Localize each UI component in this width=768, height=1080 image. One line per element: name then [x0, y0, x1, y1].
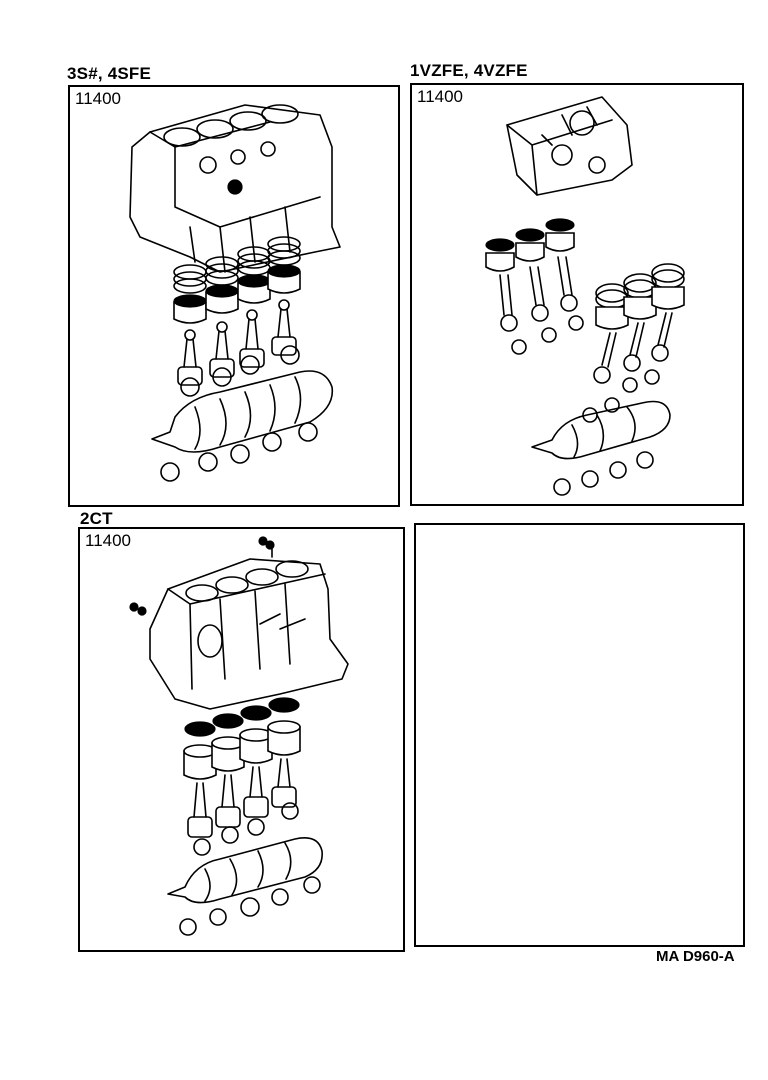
engine-label-3s-4sfe: 3S#, 4SFE [67, 64, 152, 83]
figure-code: MA D960-A [656, 948, 735, 965]
engine-label-2ct: 2CT [80, 509, 113, 528]
short-block-4cyl-illustration [129, 104, 341, 482]
short-block-2ct-illustration [129, 536, 349, 936]
short-block-v6-illustration [485, 96, 685, 496]
panel-3s-4sfe: 11400 [68, 85, 400, 507]
part-number: 11400 [85, 531, 132, 550]
panel-empty [414, 523, 745, 947]
panel-2ct: 11400 [78, 527, 405, 952]
panel-1vzfe-4vzfe: 11400 [410, 83, 744, 506]
part-number: 11400 [417, 87, 464, 106]
part-number: 11400 [75, 89, 122, 108]
engine-label-1vzfe-4vzfe: 1VZFE, 4VZFE [410, 61, 528, 80]
